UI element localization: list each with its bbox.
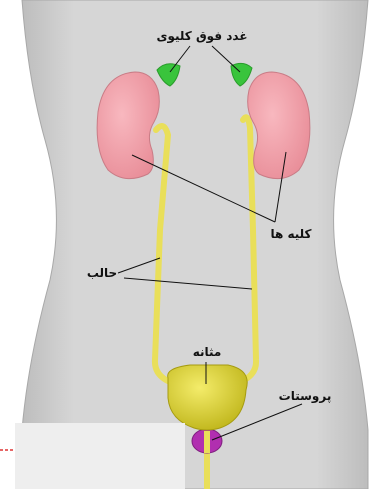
bladder-label: مثانه — [193, 345, 222, 359]
kidneys-label: کلیه ها — [270, 227, 311, 241]
ureter-label: حالب — [87, 266, 117, 280]
prostate-label: پروستات — [279, 389, 332, 404]
left-kidney — [97, 72, 159, 179]
urethra-segment — [204, 431, 210, 453]
blank-overlay-box — [15, 423, 185, 489]
adrenal-label: غدد فوق کلیوی — [156, 29, 247, 44]
right-kidney — [248, 72, 310, 179]
